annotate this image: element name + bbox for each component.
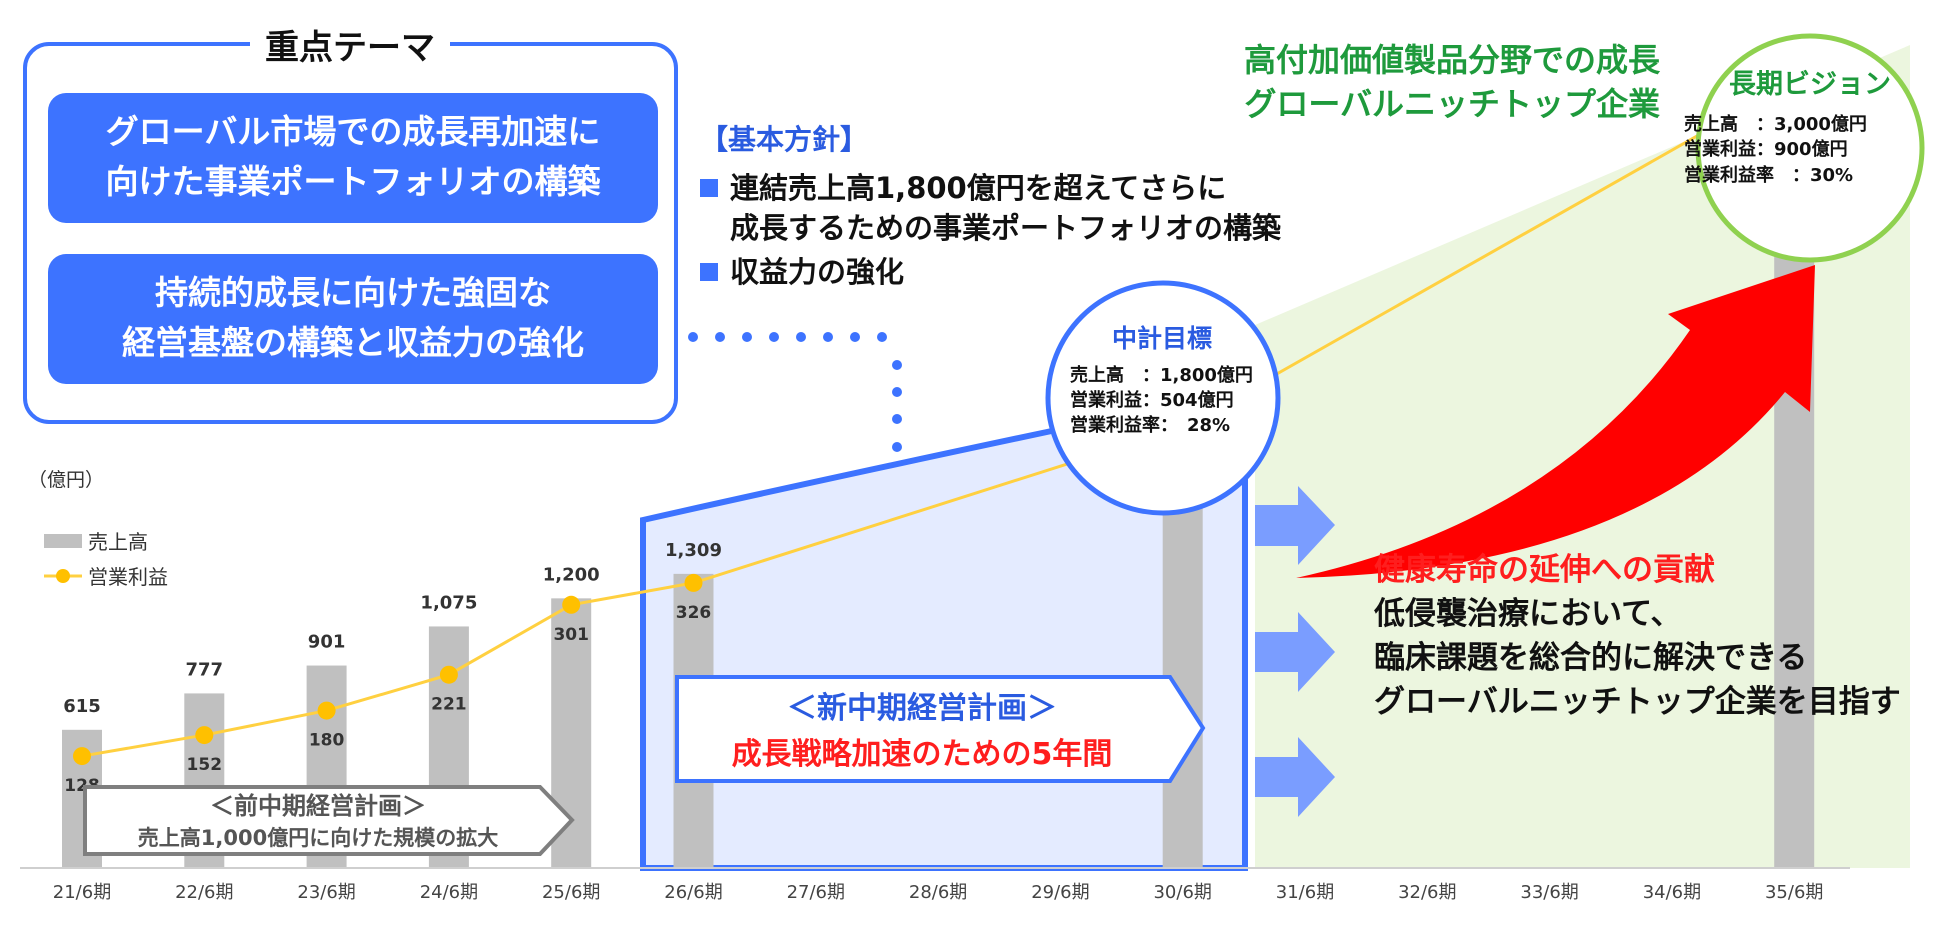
health-line: グローバルニッチトップ企業を目指す (1374, 684, 1901, 720)
legend-profit-marker (56, 569, 70, 583)
x-tick-label: 23/6期 (297, 882, 355, 903)
growth-arrow (1296, 265, 1815, 578)
health-message: 健康寿命の延伸への貢献 低侵襲治療において、 臨床課題を総合的に解決できる グロ… (1374, 548, 1901, 724)
key-themes-title: 重点テーマ (250, 20, 450, 69)
key-theme-box-2: 持続的成長に向けた強固な 経営基盤の構築と収益力の強化 (48, 254, 658, 384)
health-headline: 健康寿命の延伸への貢献 (1374, 552, 1715, 588)
policy-item-line: 収益力の強化 (730, 255, 905, 289)
unit-label: （億円） (28, 469, 104, 491)
x-tick-label: 27/6期 (787, 882, 845, 903)
long-vision-title: 長期ビジョン (1729, 69, 1891, 100)
profit-marker (195, 726, 214, 745)
new-plan-subtitle: 成長戦略加速のための5年間 (732, 737, 1113, 772)
basic-policy: 【基本方針】 連結売上高1,800億円を超えてさらに 成長するための事業ポートフ… (700, 118, 1281, 292)
long-vision-line: 売上高 ：3,000億円 (1684, 113, 1867, 135)
x-tick-label: 29/6期 (1031, 882, 1089, 903)
health-line: 臨床課題を総合的に解決できる (1374, 640, 1808, 676)
green-headline-line: グローバルニッチトップ企業 (1244, 85, 1660, 123)
sales-bar (1162, 463, 1203, 868)
key-theme-box-1: グローバル市場での成長再加速に 向けた事業ポートフォリオの構築 (48, 93, 658, 223)
sales-data-label: 1,309 (665, 540, 722, 561)
legend-sales-swatch (44, 534, 82, 548)
key-theme-line: 経営基盤の構築と収益力の強化 (122, 323, 584, 362)
x-tick-label: 24/6期 (420, 882, 478, 903)
x-tick-label: 35/6期 (1765, 882, 1823, 903)
profit-marker (73, 747, 91, 766)
new-plan-chevron (675, 675, 1206, 783)
profit-data-label: 180 (309, 731, 345, 751)
key-theme-line: 持続的成長に向けた強固な (155, 273, 551, 312)
x-tick-label: 32/6期 (1398, 882, 1456, 903)
health-line: 低侵襲治療において、 (1374, 596, 1682, 632)
midterm-target-line: 営業利益率： 28% (1070, 414, 1230, 436)
policy-item-line: 連結売上高1,800億円を超えてさらに (730, 171, 1227, 205)
profit-data-label: 221 (431, 695, 467, 715)
long-vision-line: 営業利益：900億円 (1684, 138, 1848, 160)
prev-plan-title: ＜前中期経営計画＞ (210, 792, 426, 820)
sales-data-label: 777 (186, 659, 224, 680)
sales-data-label: 901 (308, 632, 346, 653)
midterm-target-circle (1045, 280, 1281, 516)
midterm-target-title: 中計目標 (1112, 324, 1212, 353)
x-tick-label: 21/6期 (53, 882, 111, 903)
prev-plan-chevron (83, 785, 575, 856)
sales-data-label: 615 (63, 696, 101, 717)
forward-arrows (1255, 486, 1335, 817)
policy-item-1: 連結売上高1,800億円を超えてさらに 成長するための事業ポートフォリオの構築 (700, 168, 1281, 248)
x-tick-label: 30/6期 (1153, 882, 1211, 903)
profit-marker (317, 701, 336, 720)
x-tick-label: 26/6期 (664, 882, 722, 903)
x-tick-label: 25/6期 (542, 882, 600, 903)
new-plan-title: ＜新中期経営計画＞ (787, 691, 1057, 726)
policy-item-2: 収益力の強化 (700, 252, 1281, 292)
profit-data-label: 152 (187, 755, 223, 775)
legend-sales-label: 売上高 (88, 530, 148, 554)
midterm-target-line: 売上高 ：1,800億円 (1070, 364, 1253, 386)
bullet-square-icon (700, 179, 718, 197)
x-tick-label: 34/6期 (1643, 882, 1701, 903)
green-headline-line: 高付加価値製品分野での成長 (1243, 41, 1660, 79)
profit-marker (439, 665, 458, 684)
profit-data-label: 326 (676, 603, 712, 623)
profit-marker (684, 573, 703, 592)
long-vision-line: 営業利益率 ：30% (1684, 164, 1853, 186)
long-vision-circle (1695, 33, 1925, 263)
dotted-connector (688, 332, 902, 452)
sales-data-label: 1,075 (420, 592, 477, 613)
prev-plan-subtitle: 売上高1,000億円に向けた規模の拡大 (138, 826, 498, 850)
midterm-target-line: 営業利益：504億円 (1070, 389, 1234, 411)
green-headline: 高付加価値製品分野での成長 グローバルニッチトップ企業 (1244, 38, 1660, 126)
key-theme-line: グローバル市場での成長再加速に (105, 112, 601, 151)
profit-data-label: 301 (553, 625, 589, 645)
x-tick-label: 22/6期 (175, 882, 233, 903)
x-tick-label: 28/6期 (909, 882, 967, 903)
legend-profit-label: 営業利益 (88, 565, 168, 589)
policy-item-line: 成長するための事業ポートフォリオの構築 (730, 211, 1282, 245)
basic-policy-heading: 【基本方針】 (700, 123, 869, 156)
key-theme-line: 向けた事業ポートフォリオの構築 (105, 162, 601, 201)
bullet-square-icon (700, 263, 718, 281)
x-tick-label: 31/6期 (1276, 882, 1334, 903)
x-tick-label: 33/6期 (1520, 882, 1578, 903)
sales-data-label: 1,200 (543, 564, 600, 585)
profit-marker (562, 595, 581, 614)
